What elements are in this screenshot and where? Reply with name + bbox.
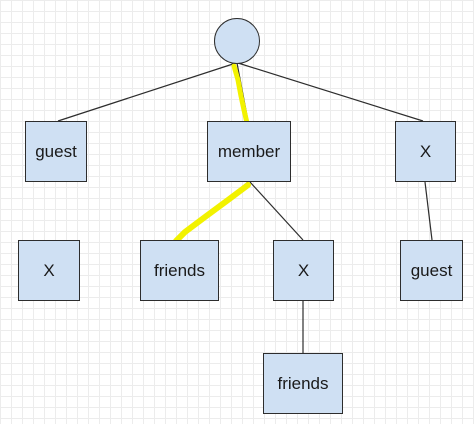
node-x-mid-label: X [297, 260, 310, 280]
node-guest: guest [25, 121, 87, 182]
node-guest-right: guest [400, 240, 463, 301]
edge-x-guest [424, 181, 433, 241]
node-x-left: X [18, 240, 80, 301]
highlight-member-friends [173, 182, 251, 244]
node-friends-label: friends [153, 260, 206, 280]
edge-root-guest [57, 62, 237, 122]
node-x-left-label: X [43, 260, 55, 280]
node-friends: friends [140, 240, 219, 301]
node-guest-right-label: guest [410, 260, 453, 280]
highlight-root-member [231, 63, 250, 126]
edge-root-x [237, 62, 424, 122]
edge-member-x [249, 181, 304, 241]
node-friends-bottom: friends [263, 353, 343, 414]
node-guest-label: guest [35, 141, 77, 161]
node-x-right-label: X [419, 141, 432, 161]
root-node [214, 18, 260, 64]
node-friends-bottom-label: friends [277, 373, 329, 393]
node-x-right: X [395, 121, 456, 182]
node-member: member [207, 121, 291, 182]
node-member-label: member [217, 141, 281, 161]
node-x-mid: X [273, 240, 334, 301]
